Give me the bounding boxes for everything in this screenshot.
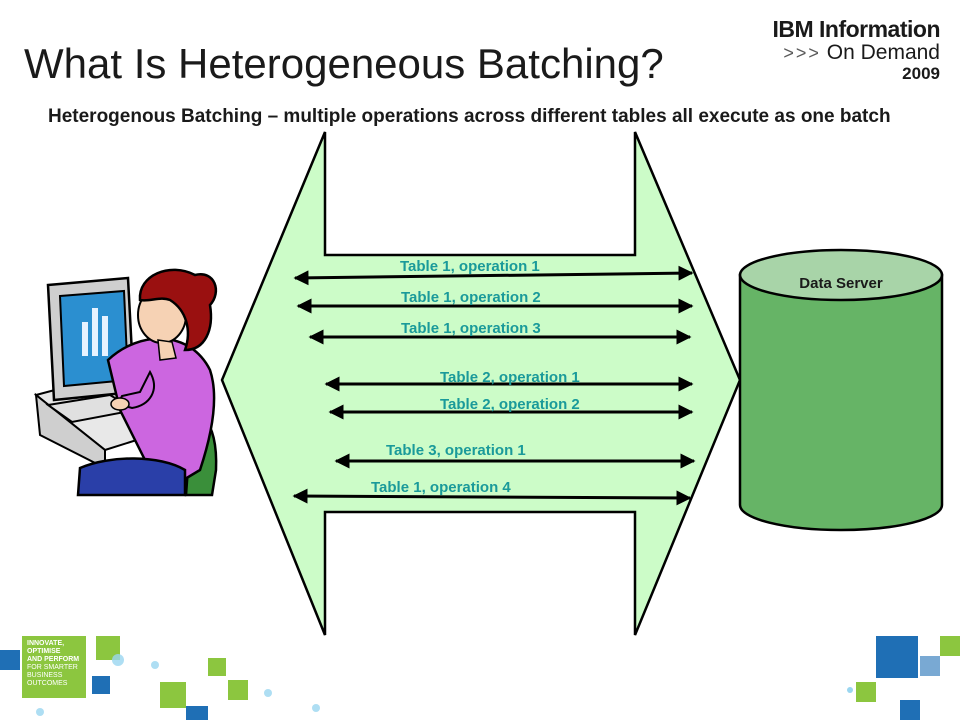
user-at-computer-illustration (33, 268, 218, 497)
decorative-squares-left (0, 636, 320, 720)
operation-arrow-1 (293, 265, 694, 286)
operation-label-5: Table 2, operation 2 (440, 396, 580, 413)
decorative-squares-right (847, 636, 960, 720)
operation-arrow-7 (292, 488, 692, 506)
operation-label-6: Table 3, operation 1 (386, 442, 526, 459)
operation-label-2: Table 1, operation 2 (401, 289, 541, 306)
badge-line-2: OPTIMISE (27, 648, 61, 655)
badge-line-4: FOR SMARTER (27, 664, 78, 671)
operation-label-1: Table 1, operation 1 (400, 258, 540, 275)
data-server-label: Data Server (799, 275, 883, 292)
brand-line-2: >>> On Demand (772, 41, 940, 65)
operation-label-7: Table 1, operation 4 (371, 479, 511, 496)
badge-line-5: BUSINESS (27, 672, 63, 679)
operation-label-4: Table 2, operation 1 (440, 369, 580, 386)
brand-year: 2009 (902, 64, 940, 83)
brand-chevrons: >>> (783, 43, 821, 63)
brand-line-2-text: On Demand (826, 41, 940, 64)
badge-line-6: OUTCOMES (27, 680, 68, 687)
ibm-brand-logo: IBM Information >>> On Demand 2009 (772, 16, 940, 84)
operation-label-3: Table 1, operation 3 (401, 320, 541, 337)
brand-line-1: IBM Information (772, 16, 940, 42)
badge-line-3: AND PERFORM (27, 656, 80, 663)
slide-subtitle: Heterogenous Batching – multiple operati… (48, 106, 891, 127)
badge-line-1: INNOVATE, (27, 640, 65, 647)
footer-badge: INNOVATE, OPTIMISE AND PERFORM FOR SMART… (22, 636, 86, 698)
slide-title: What Is Heterogeneous Batching? (24, 40, 664, 87)
data-server-cylinder (738, 248, 944, 532)
